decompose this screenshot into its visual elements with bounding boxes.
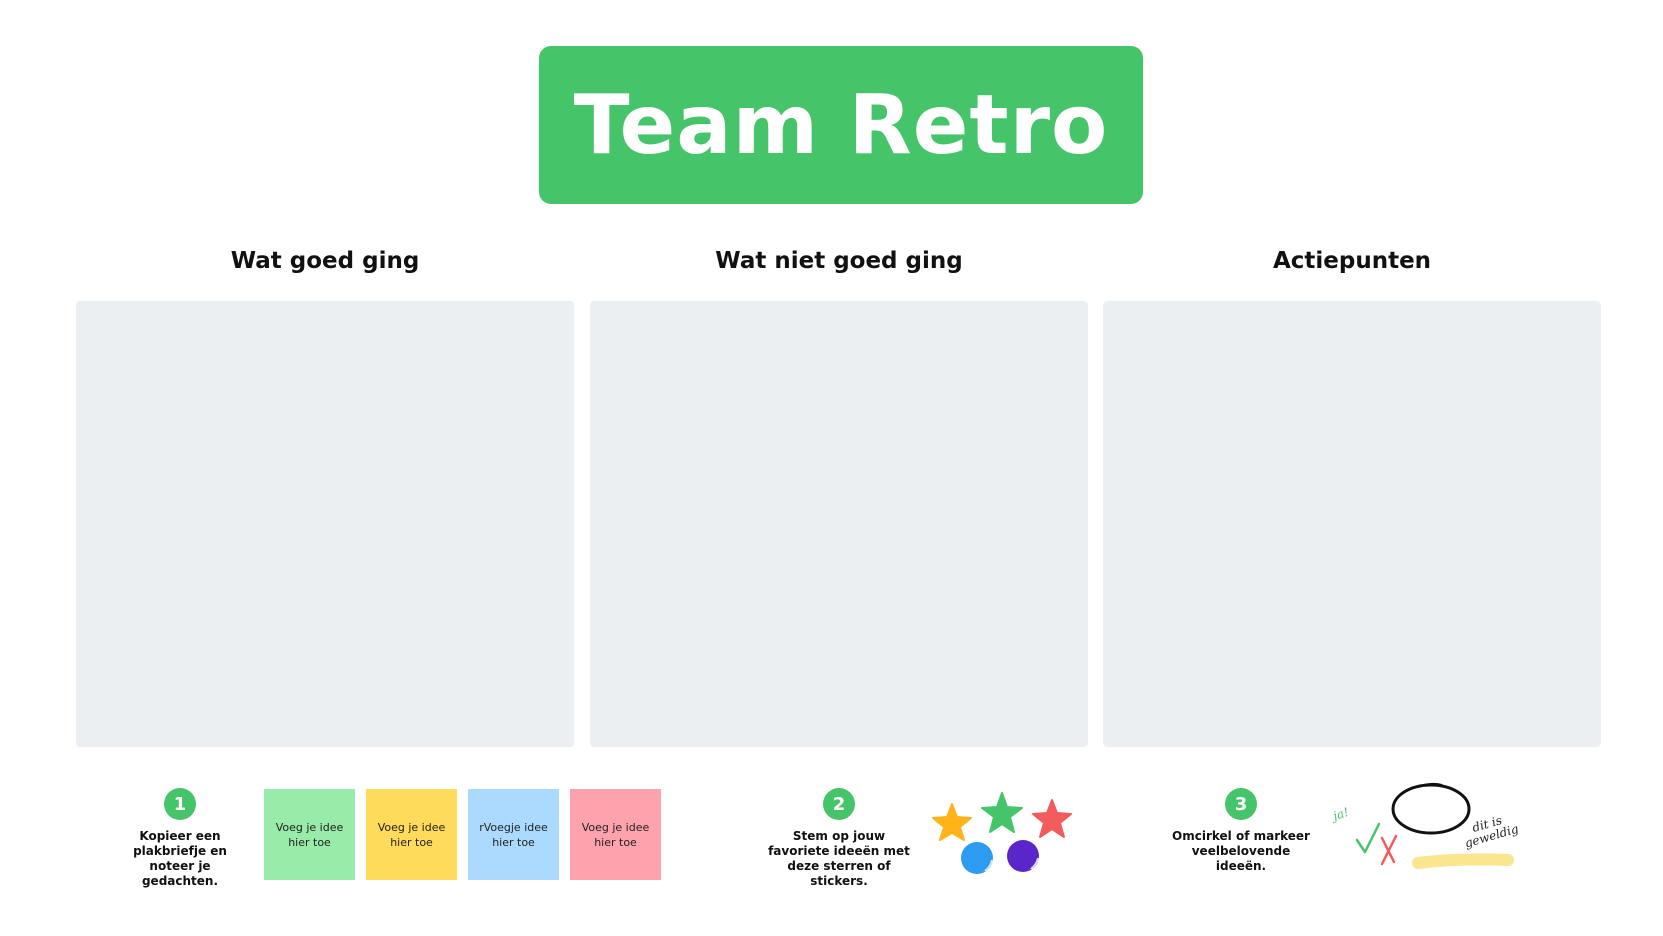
sticker-set xyxy=(930,790,1075,880)
highlighter-stroke[interactable] xyxy=(1412,853,1514,869)
circle-marker-icon[interactable] xyxy=(1391,782,1471,835)
dot-sticker-purple[interactable] xyxy=(1007,840,1039,872)
step-3-badge: 3 xyxy=(1225,788,1257,820)
column-heading-went-well: Wat goed ging xyxy=(230,248,420,274)
step-2-instruction: Stem op jouw favoriete ideeën met deze s… xyxy=(768,829,910,888)
step-1-badge: 1 xyxy=(164,788,196,820)
column-went-wrong[interactable] xyxy=(590,301,1088,747)
check-mark-icon[interactable] xyxy=(1355,822,1381,854)
star-icon-orange[interactable] xyxy=(932,803,972,841)
column-heading-action-items: Actiepunten xyxy=(1272,248,1432,274)
column-went-well[interactable] xyxy=(76,301,574,747)
step-1-instruction: Kopieer een plakbriefje en noteer je ged… xyxy=(133,829,227,888)
star-icon-red[interactable] xyxy=(1032,799,1072,838)
board-title: Team Retro xyxy=(573,77,1109,173)
step-3-instruction: Omcirkel of markeer veelbelovende ideeën… xyxy=(1172,829,1310,873)
sticky-note-green[interactable]: Voeg je idee hier toe xyxy=(264,789,355,880)
star-icon-green[interactable] xyxy=(981,792,1023,833)
column-action-items[interactable] xyxy=(1103,301,1601,747)
sticky-note-yellow[interactable]: Voeg je idee hier toe xyxy=(366,789,457,880)
markup-tools xyxy=(1330,778,1530,878)
step-2-badge: 2 xyxy=(823,788,855,820)
sticker-set-graphic xyxy=(932,792,1072,874)
sticky-note-blue[interactable]: rVoegje idee hier toe xyxy=(468,789,559,880)
sticky-note-pink[interactable]: Voeg je idee hier toe xyxy=(570,789,661,880)
x-mark-icon[interactable] xyxy=(1380,834,1398,866)
markup-tools-graphic xyxy=(1355,782,1514,869)
column-heading-went-wrong: Wat niet goed ging xyxy=(715,248,963,274)
dot-sticker-blue[interactable] xyxy=(961,842,993,874)
title-banner: Team Retro xyxy=(539,46,1143,204)
